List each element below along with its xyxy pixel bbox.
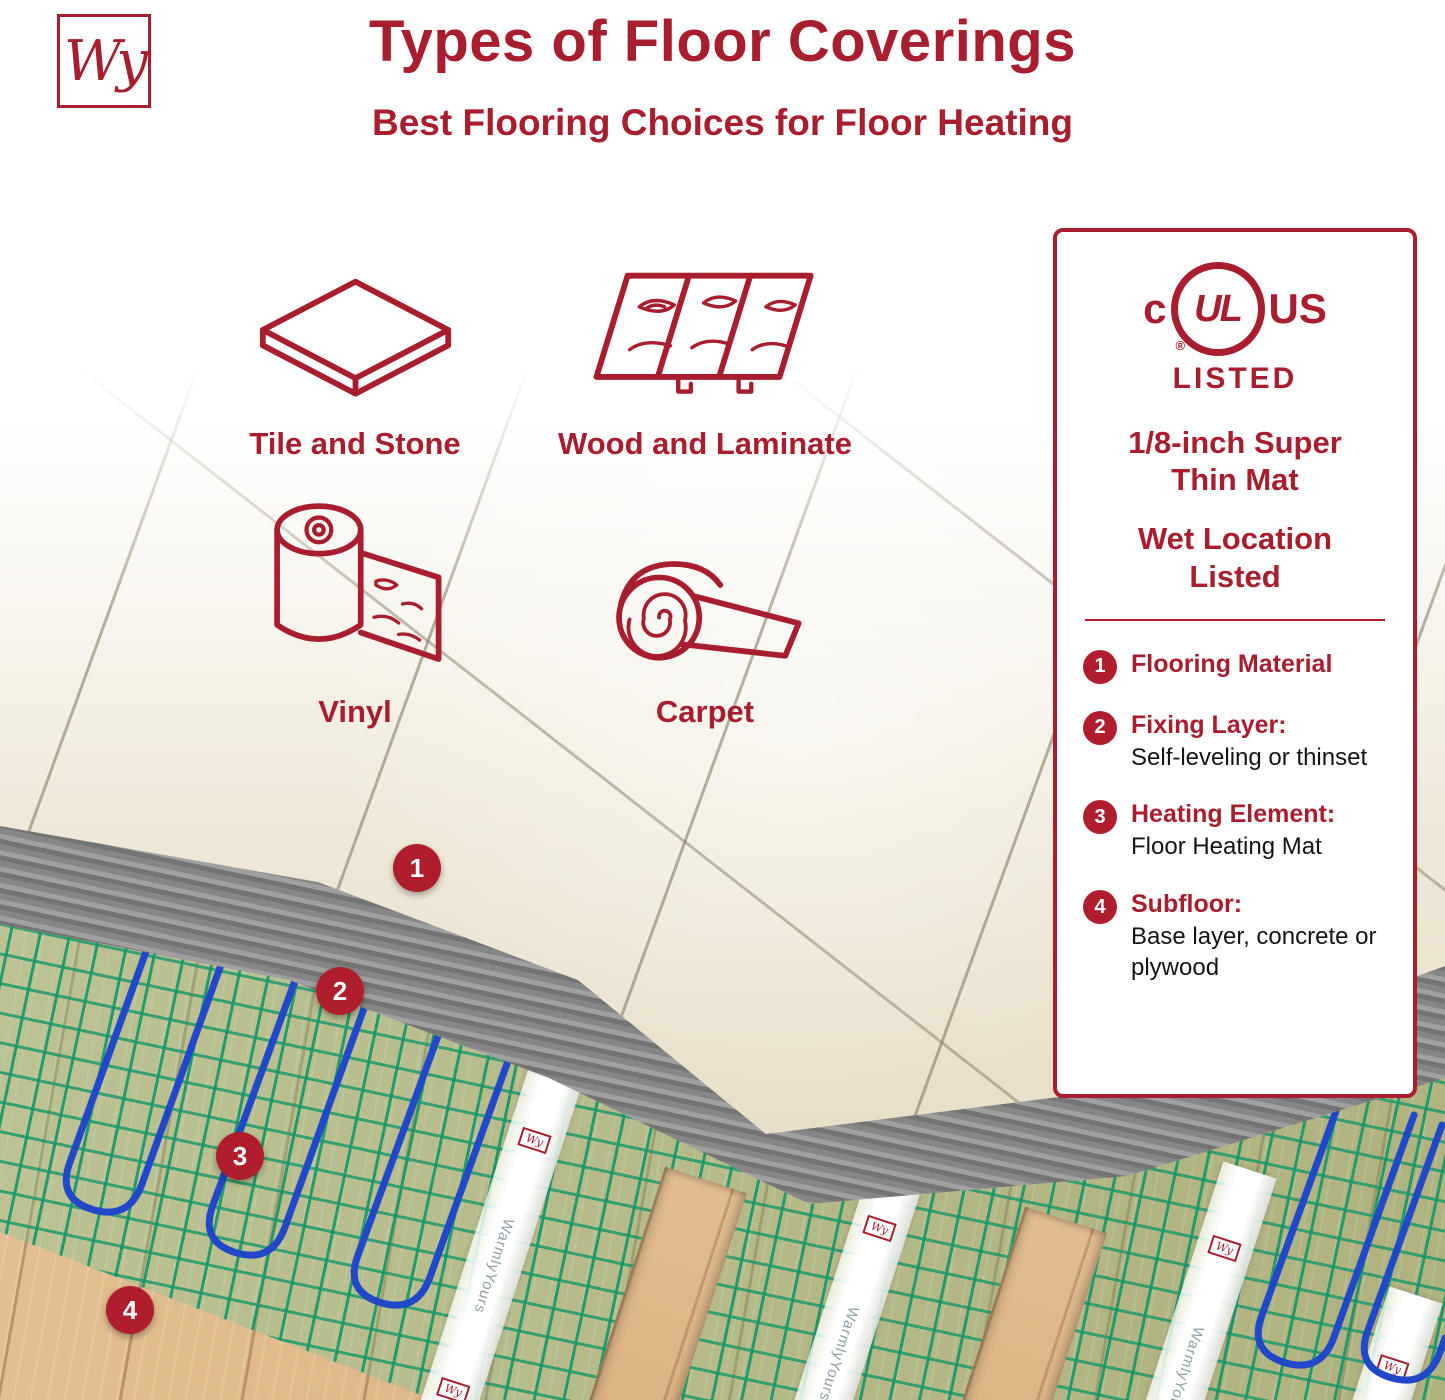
legend-number-badge: 3 xyxy=(1083,800,1117,835)
carpet-roll-icon xyxy=(598,508,813,680)
legend-item-flooring: 1 Flooring Material xyxy=(1083,649,1387,684)
strap-brand-logo: Wy xyxy=(517,1126,552,1154)
layer-marker-2: 2 xyxy=(316,967,364,1015)
panel-heading-mat: 1/8-inch Super Thin Mat xyxy=(1128,425,1342,498)
flooring-card-vinyl: Vinyl xyxy=(190,488,520,730)
flooring-label: Carpet xyxy=(655,694,755,729)
legend-title: Flooring Material xyxy=(1131,649,1333,678)
wood-laminate-icon xyxy=(588,262,823,412)
flooring-card-tile-stone: Tile and Stone xyxy=(190,262,520,462)
layer-marker-4: 4 xyxy=(106,1286,154,1334)
legend-item-fixing-layer: 2 Fixing Layer: Self-leveling or thinset xyxy=(1083,710,1387,774)
legend-desc: Self-leveling or thinset xyxy=(1131,743,1368,771)
page-subtitle: Best Flooring Choices for Floor Heating xyxy=(372,102,1073,143)
strap-brand-label: WarmlyYours xyxy=(470,1215,518,1316)
strap-brand-logo: Wy xyxy=(1375,1354,1410,1382)
legend-title: Subfloor: xyxy=(1131,890,1243,919)
panel-divider xyxy=(1085,618,1385,621)
legend-number-badge: 4 xyxy=(1083,890,1117,925)
ul-mark-c: c xyxy=(1143,285,1167,332)
flooring-card-wood-laminate: Wood and Laminate xyxy=(540,262,870,462)
panel-heading-wet-location: Wet Location Listed xyxy=(1137,521,1333,594)
flooring-label: Vinyl xyxy=(318,694,392,729)
legend-number-badge: 2 xyxy=(1083,710,1117,745)
strap-brand-label: WarmlyYours xyxy=(815,1303,863,1400)
layer-marker-1: 1 xyxy=(393,844,441,892)
legend-item-subfloor: 4 Subfloor: Base layer, concrete or plyw… xyxy=(1083,889,1387,983)
flooring-card-carpet: Carpet xyxy=(540,508,870,730)
flooring-label: Tile and Stone xyxy=(249,426,461,461)
ul-mark-us: US xyxy=(1268,285,1327,332)
ul-registered-symbol: ® xyxy=(1175,338,1186,353)
strap-brand-logo: Wy xyxy=(436,1377,470,1400)
brand-logo: Wy xyxy=(57,14,151,108)
layer-marker-3: 3 xyxy=(216,1132,264,1180)
legend-desc: Base layer, concrete or plywood xyxy=(1131,923,1377,981)
strap-brand-label: WarmlyYours xyxy=(1160,1323,1208,1400)
legend-item-heating-element: 3 Heating Element: Floor Heating Mat xyxy=(1083,799,1387,863)
page-title: Types of Floor Coverings xyxy=(368,9,1076,74)
legend-desc: Floor Heating Mat xyxy=(1131,833,1322,861)
ul-certification-mark: c UL ® US LISTED xyxy=(1143,262,1327,396)
vinyl-roll-icon xyxy=(260,488,450,680)
layer-legend: 1 Flooring Material 2 Fixing Layer: Self… xyxy=(1083,649,1387,984)
strap-brand-logo: Wy xyxy=(862,1214,897,1242)
flooring-label: Wood and Laminate xyxy=(558,426,852,461)
ul-circle-logo: UL ® xyxy=(1170,262,1265,356)
legend-title: Heating Element: xyxy=(1131,800,1336,829)
legend-title: Fixing Layer: xyxy=(1131,710,1287,739)
spec-panel: c UL ® US LISTED 1/8-inch Super Thin Mat… xyxy=(1053,228,1417,1098)
legend-number-badge: 1 xyxy=(1083,649,1117,684)
tile-stone-icon xyxy=(248,262,463,412)
ul-listed-label: LISTED xyxy=(1172,362,1298,395)
strap-brand-logo: Wy xyxy=(1207,1234,1242,1262)
ul-letters: UL xyxy=(1194,287,1243,330)
